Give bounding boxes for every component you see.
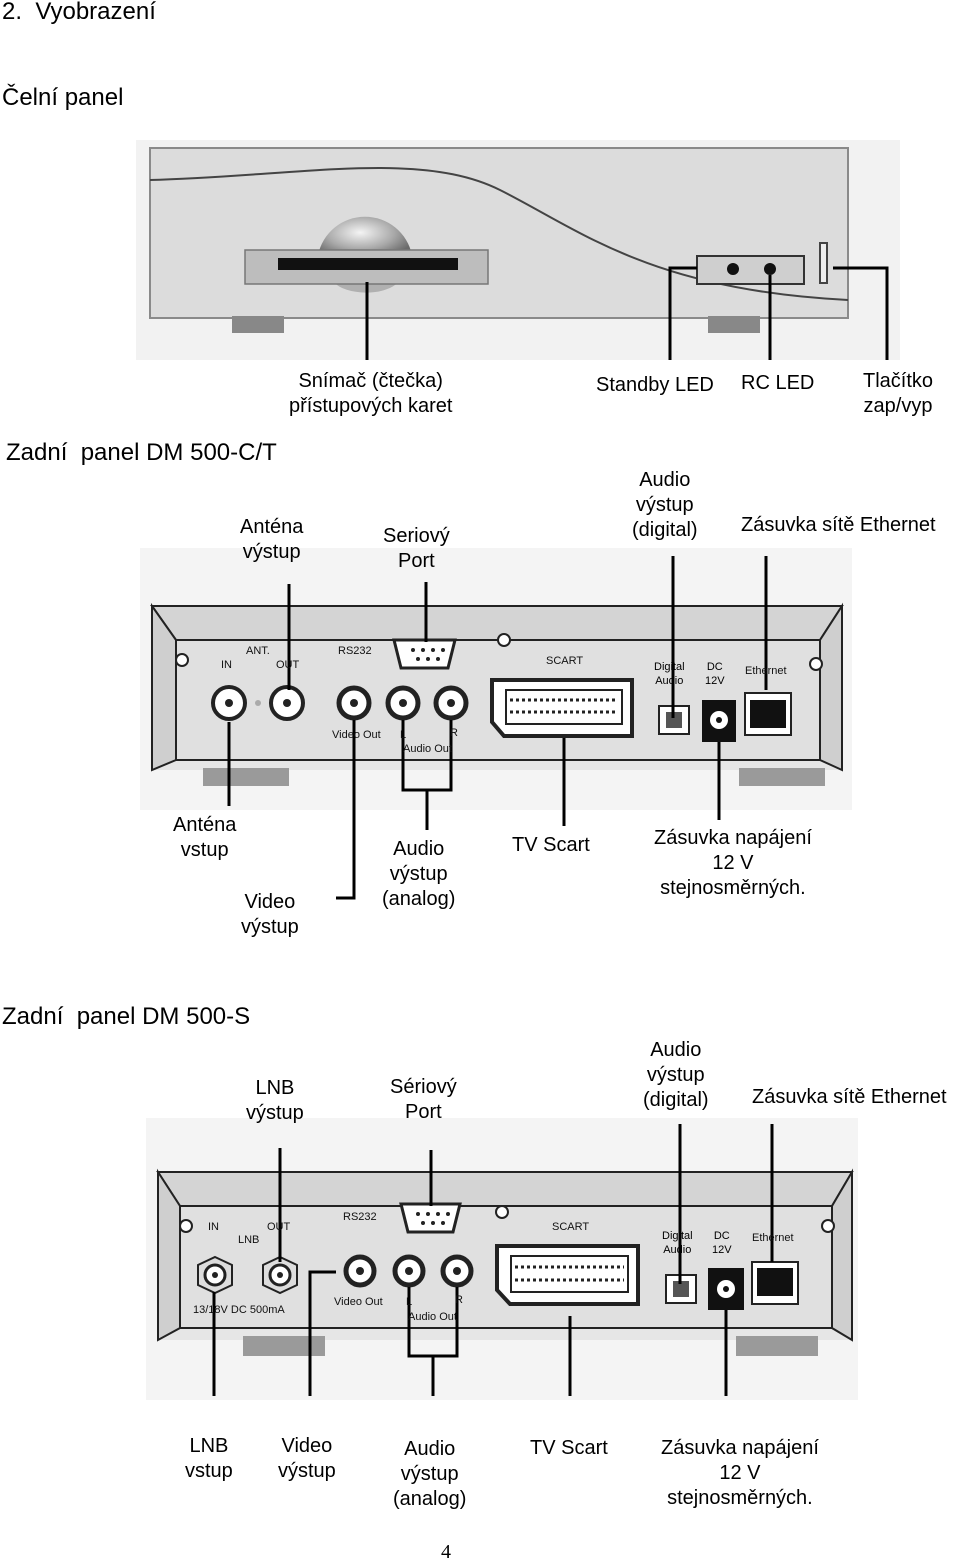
panel-print-dc12v-s: DC 12V [712, 1230, 732, 1256]
panel-print-digital-audio: Digital Audio [654, 661, 685, 687]
rear-panel-s-heading: Zadní panel DM 500-S [2, 1003, 251, 1030]
panel-print-digital-audio-s: Digital Audio [662, 1230, 693, 1256]
label-power-button: Tlačítko zap/vyp [863, 370, 934, 417]
label-lnb-in: LNB vstup [185, 1435, 233, 1482]
label-power-socket-s: Zásuvka napájení 12 V stejnosměrných. [661, 1437, 819, 1509]
label-video-out-s: Video výstup [278, 1435, 336, 1482]
label-serial-port-s: Sériový Port [390, 1076, 457, 1123]
rc-led-icon [764, 263, 776, 275]
label-rc-led: RC LED [741, 372, 815, 394]
label-power-socket: Zásuvka napájení 12 V stejnosměrných. [654, 827, 812, 899]
power-button-icon [819, 242, 828, 284]
label-card-reader: Snímač (čtečka) přístupových karet [289, 370, 453, 417]
front-panel-illustration [136, 140, 900, 360]
label-video-out: Video výstup [241, 891, 299, 938]
panel-print-dc12v: DC 12V [705, 661, 725, 687]
label-antenna-in: Anténa vstup [173, 814, 237, 861]
label-audio-digital-s: Audio výstup (digital) [643, 1039, 709, 1111]
label-ethernet: Zásuvka sítě Ethernet [741, 514, 936, 536]
label-audio-digital: Audio výstup (digital) [632, 469, 698, 541]
front-panel-heading: Čelní panel [2, 84, 124, 111]
standby-led-icon [727, 263, 739, 275]
label-ethernet-s: Zásuvka sítě Ethernet [752, 1086, 947, 1108]
label-audio-analog-s: Audio výstup (analog) [393, 1438, 467, 1510]
section-heading: 2. Vyobrazení [2, 0, 156, 25]
label-antenna-out: Anténa výstup [240, 516, 304, 563]
label-lnb-out: LNB výstup [246, 1077, 304, 1124]
label-audio-analog: Audio výstup (analog) [382, 838, 456, 910]
label-tv-scart-s: TV Scart [530, 1437, 608, 1459]
label-serial-port: Seriový Port [383, 525, 450, 572]
label-tv-scart: TV Scart [512, 834, 590, 856]
rear-panel-ct-illustration [140, 548, 852, 900]
page-number: 4 [441, 1541, 451, 1563]
rear-panel-s-illustration [146, 1118, 858, 1400]
label-standby-led: Standby LED [596, 374, 714, 396]
rear-panel-ct-heading: Zadní panel DM 500-C/T [6, 439, 277, 466]
